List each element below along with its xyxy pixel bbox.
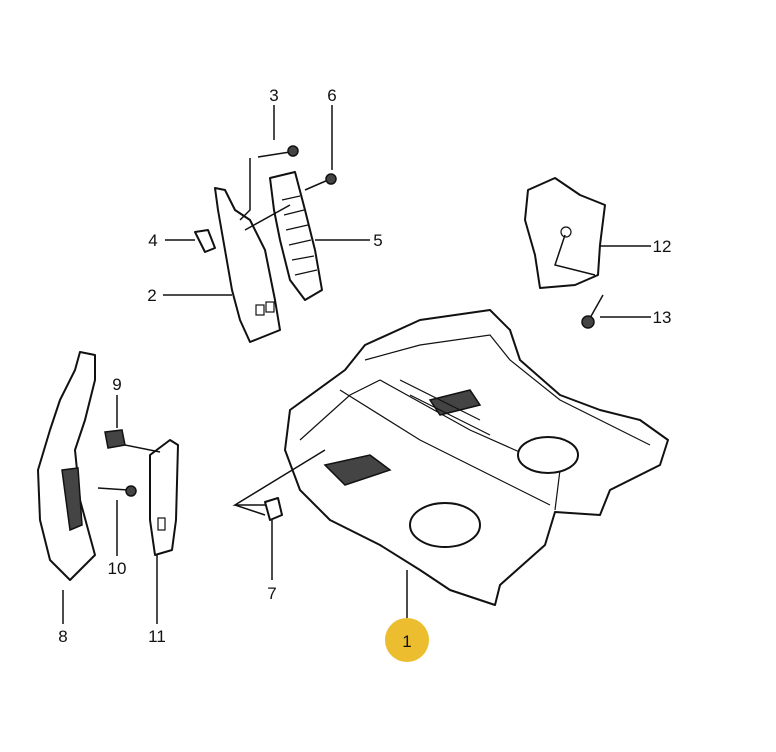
callout-12[interactable]: 12 [653,237,672,256]
part-10-screw[interactable] [97,485,137,497]
callout-11[interactable]: 11 [148,627,166,646]
highlight-callout-1 [385,618,429,662]
part-13-screw[interactable] [581,294,604,329]
callout-7[interactable]: 7 [267,584,276,603]
leader-lines [62,105,651,624]
callout-5[interactable]: 5 [373,231,382,250]
part-7-clip[interactable] [264,497,283,521]
part-3-screw[interactable] [257,145,299,158]
part-4-clip[interactable] [194,229,216,253]
part-6-screw[interactable] [304,173,337,191]
part-9-nut[interactable] [104,429,126,449]
callout-4[interactable]: 4 [148,231,157,250]
callout-8[interactable]: 8 [58,627,67,646]
callout-2[interactable]: 2 [147,286,156,305]
callout-3[interactable]: 3 [269,86,278,105]
callout-10[interactable]: 10 [108,559,127,578]
part-1-floor-carpet[interactable] [284,309,669,606]
callout-1[interactable]: 1 [402,632,411,651]
part-5-trim-panel[interactable] [269,171,323,301]
part-11-panel[interactable] [149,439,179,556]
callout-6[interactable]: 6 [327,86,336,105]
callout-9[interactable]: 9 [112,375,121,394]
callout-13[interactable]: 13 [653,308,672,327]
part-2-trim-panel[interactable] [214,187,281,343]
part-12-cover[interactable] [524,177,606,289]
part-8-panel[interactable] [37,351,96,581]
